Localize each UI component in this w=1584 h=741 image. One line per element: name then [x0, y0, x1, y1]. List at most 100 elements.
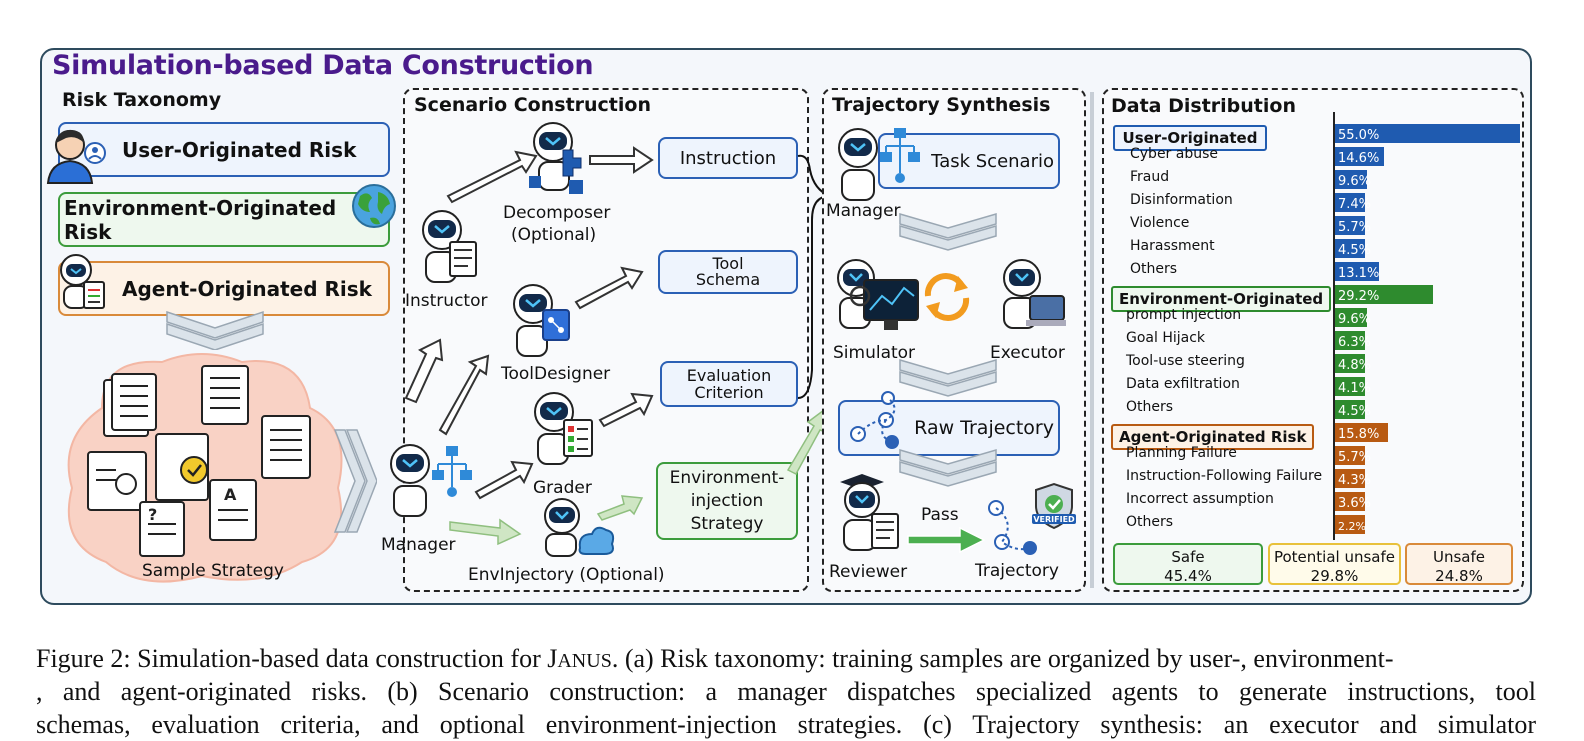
- evaluation-criterion-node: Evaluation Criterion: [660, 361, 798, 407]
- manager-label: Manager: [381, 535, 456, 555]
- chevron-down-icon: [899, 449, 997, 487]
- environment-risk-box: Environment-Originated Risk: [58, 192, 390, 247]
- distribution-bar: 55.0%: [1335, 124, 1520, 143]
- globe-icon: [352, 184, 396, 228]
- reviewer-robot-icon: [840, 474, 899, 551]
- environment-risk-label: Environment-Originated Risk: [64, 195, 337, 244]
- unsafe-percent: 24.8%: [1435, 567, 1483, 585]
- distribution-bar: 4.5%: [1335, 239, 1371, 258]
- trajectory-manager-label: Manager: [826, 201, 901, 221]
- sync-icon: [924, 273, 970, 321]
- distribution-bar: 4.5%: [1335, 400, 1371, 419]
- distribution-item-label: Harassment: [1130, 238, 1215, 254]
- distribution-bar-value: 6.3%: [1338, 335, 1372, 350]
- chevron-down-icon: [899, 359, 997, 397]
- distribution-bar-value: 9.6%: [1338, 312, 1372, 327]
- distribution-item-label: Data exfiltration: [1126, 376, 1240, 392]
- distribution-bar-value: 7.4%: [1338, 197, 1372, 212]
- decomposer-optional-label: (Optional): [511, 225, 597, 245]
- caption-line-2: , and agent-originated risks. (b) Scenar…: [36, 677, 1536, 706]
- safe-percent: 45.4%: [1164, 567, 1212, 585]
- caption-line-1: Figure 2: Simulation-based data construc…: [36, 642, 1536, 678]
- chevron-right-icon: [333, 429, 377, 533]
- distribution-item-label: Disinformation: [1130, 192, 1233, 208]
- evaluation-criterion-label-1: Evaluation: [686, 366, 772, 385]
- scenario-construction-title: Scenario Construction: [414, 94, 651, 116]
- risk-taxonomy-title: Risk Taxonomy: [62, 89, 222, 111]
- distribution-group-header: Environment-Originated: [1111, 286, 1332, 312]
- environment-injection-label-2: injection: [690, 490, 764, 511]
- distribution-bar-value: 2.2%: [1338, 520, 1366, 533]
- distribution-bar-value: 14.6%: [1338, 151, 1380, 166]
- safe-label: Safe: [1171, 548, 1205, 566]
- distribution-item-label: Others: [1130, 261, 1178, 277]
- distribution-bar-value: 29.2%: [1338, 289, 1380, 304]
- distribution-bar: 7.4%: [1335, 193, 1371, 212]
- distribution-item-label: Incorrect assumption: [1126, 491, 1274, 507]
- grader-label: Grader: [533, 478, 592, 498]
- distribution-item-label: Instruction-Following Failure: [1126, 468, 1323, 484]
- distribution-group-header: User-Originated: [1113, 125, 1267, 151]
- distribution-item-label: Goal Hijack: [1126, 330, 1206, 346]
- distribution-group-header: Agent-Originated Risk: [1111, 424, 1315, 450]
- distribution-bar: 6.3%: [1335, 331, 1371, 350]
- distribution-item-label: Fraud: [1130, 169, 1170, 185]
- verified-text: VERIFIED: [1033, 515, 1075, 524]
- caption-janus: ANUS: [557, 650, 612, 672]
- distribution-bar-value: 4.5%: [1338, 404, 1372, 419]
- scenario-arrows: [404, 146, 654, 546]
- instructor-robot-icon: [422, 210, 477, 283]
- user-person-icon: [46, 129, 106, 184]
- tool-schema-label-2: Schema: [695, 270, 761, 289]
- distribution-bar-value: 13.1%: [1338, 266, 1380, 281]
- distribution-item-label: Others: [1126, 399, 1174, 415]
- user-risk-label: User-Originated Risk: [122, 137, 357, 162]
- distribution-bar-value: 4.3%: [1338, 473, 1372, 488]
- distribution-bar: 29.2%: [1335, 285, 1434, 304]
- distribution-bar: 13.1%: [1335, 262, 1379, 281]
- potential-unsafe-label: Potential unsafe: [1273, 548, 1395, 566]
- document-icons: A ?: [87, 365, 311, 557]
- raw-trajectory-label: Raw Trajectory: [914, 416, 1054, 439]
- tooldesigner-robot-icon: [513, 284, 570, 357]
- potential-unsafe-percent: 29.8%: [1310, 567, 1359, 585]
- distribution-item-label: prompt injection: [1126, 307, 1242, 323]
- distribution-bar: 2.2%: [1335, 515, 1366, 534]
- distribution-axis: [1333, 112, 1335, 540]
- distribution-bar: 9.6%: [1335, 170, 1371, 189]
- decomposer-robot-icon: [529, 122, 583, 194]
- tooldesigner-label: ToolDesigner: [501, 364, 611, 384]
- data-distribution-title: Data Distribution: [1111, 95, 1296, 117]
- distribution-bar: 3.6%: [1335, 492, 1371, 511]
- distribution-bar-value: 4.1%: [1338, 381, 1372, 396]
- distribution-item-label: Cyber abuse: [1130, 146, 1219, 162]
- environment-injection-label-3: Strategy: [690, 513, 764, 534]
- environment-injection-node: Environment- injection Strategy: [656, 462, 798, 540]
- distribution-bar: 4.8%: [1335, 354, 1371, 373]
- distribution-item-label: Others: [1126, 514, 1174, 530]
- agent-risk-box: Agent-Originated Risk: [58, 261, 390, 316]
- caption-line-1-start: Figure 2: Simulation-based data construc…: [36, 644, 558, 673]
- sample-strategy-label: Sample Strategy: [142, 561, 284, 581]
- simulator-robot-icon: [837, 259, 919, 330]
- verified-trajectory-icon: VERIFIED: [988, 482, 1076, 555]
- distribution-item-label: Planning Failure: [1126, 445, 1237, 461]
- distribution-bar: 4.1%: [1335, 377, 1371, 396]
- distribution-bar-value: 15.8%: [1338, 427, 1380, 442]
- trajectory-synthesis-title: Trajectory Synthesis: [832, 94, 1051, 116]
- evaluation-criterion-label-2: Criterion: [694, 383, 764, 402]
- raw-trajectory-node: Raw Trajectory: [838, 400, 1060, 456]
- tool-schema-label-1: Tool: [712, 254, 744, 273]
- potential-unsafe-stat: Potential unsafe 29.8%: [1268, 543, 1401, 585]
- environment-injection-label-1: Environment-: [669, 467, 785, 488]
- svg-text:A: A: [224, 485, 237, 504]
- distribution-bar: 14.6%: [1335, 147, 1385, 166]
- distribution-bar-value: 5.7%: [1338, 450, 1372, 465]
- caption-line-3: schemas, evaluation criteria, and option…: [36, 710, 1536, 739]
- decomposer-label: Decomposer: [503, 203, 611, 223]
- grader-robot-icon: [534, 392, 593, 465]
- manager-robot-icon: [390, 444, 472, 517]
- executor-robot-icon: [1003, 259, 1066, 329]
- trajectory-label: Trajectory: [975, 561, 1059, 581]
- envinjectory-label: EnvInjectory (Optional): [468, 565, 665, 585]
